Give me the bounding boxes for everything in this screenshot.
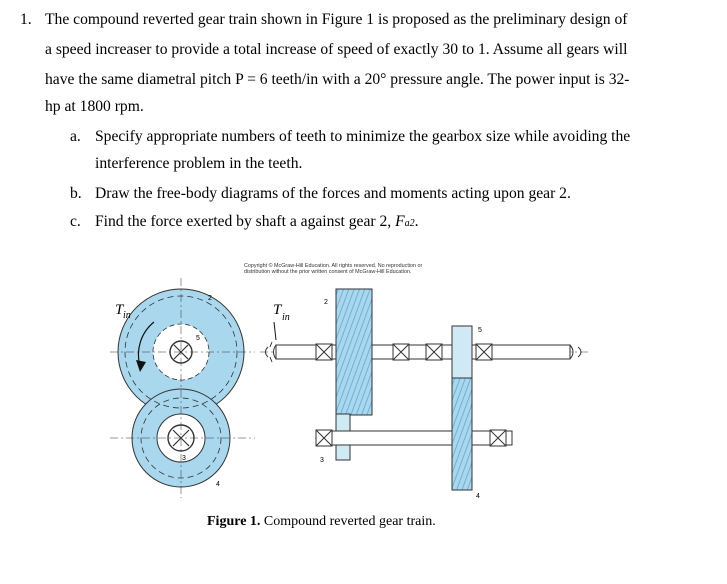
label-gear-5-front: 5	[196, 335, 200, 342]
tin-side-symbol: T	[273, 302, 283, 318]
gear-4-side	[451, 377, 473, 491]
copyright-notice: Copyright © McGraw-Hill Education. All r…	[244, 263, 422, 275]
label-gear-3-front: 3	[182, 455, 186, 462]
force-subscript: a2	[404, 218, 415, 229]
part-a-label: a.	[70, 128, 81, 145]
part-c-end: .	[414, 213, 419, 230]
copyright-line-1: Copyright © McGraw-Hill Education. All r…	[244, 263, 423, 269]
caption-bold: Figure 1.	[207, 514, 261, 529]
problem-line-1: The compound reverted gear train shown i…	[45, 11, 628, 28]
part-c-label: c.	[70, 213, 81, 230]
label-gear-2-side: 2	[324, 299, 328, 306]
gear-2-side	[335, 288, 373, 416]
label-gear-4-side: 4	[476, 493, 480, 500]
tin-side-subscript: in	[282, 312, 290, 323]
gear-4-pitch	[140, 397, 222, 479]
part-c-line: Find the force exerted by shaft a agains…	[95, 212, 419, 233]
force-symbol: F	[395, 213, 405, 230]
label-gear-2-front: 2	[208, 295, 212, 302]
output-shaft	[471, 344, 571, 360]
problem-line-2: a speed increaser to provide a total inc…	[45, 41, 628, 58]
problem-line-4: hp at 1800 rpm.	[45, 98, 144, 115]
part-a-line-2: interference problem in the teeth.	[95, 155, 303, 172]
part-c-text: Find the force exerted by shaft a agains…	[95, 213, 396, 230]
front-view: T in 2 5 3 4	[110, 278, 255, 498]
part-a-line-1: Specify appropriate numbers of teeth to …	[95, 128, 631, 145]
countershaft	[315, 430, 513, 446]
problem-line-3: have the same diametral pitch P = 6 teet…	[45, 71, 630, 88]
label-gear-4-front: 4	[216, 481, 220, 488]
caption-text: Compound reverted gear train.	[260, 514, 436, 529]
figure-caption: Figure 1. Compound reverted gear train.	[207, 514, 436, 530]
gear-5-side	[451, 325, 473, 379]
label-gear-3-side: 3	[320, 457, 324, 464]
gear-train-figure: T in 2 5 3 4	[110, 278, 590, 500]
tin-front-symbol: T	[115, 302, 125, 318]
tin-front-subscript: in	[123, 310, 131, 321]
label-gear-5-side: 5	[478, 327, 482, 334]
problem-number: 1.	[20, 11, 32, 28]
copyright-line-2: distribution without the prior written c…	[244, 269, 412, 275]
part-b-label: b.	[70, 185, 82, 202]
side-view: T in 2 3 5 4	[260, 288, 590, 500]
part-b-line: Draw the free-body diagrams of the force…	[95, 185, 571, 202]
